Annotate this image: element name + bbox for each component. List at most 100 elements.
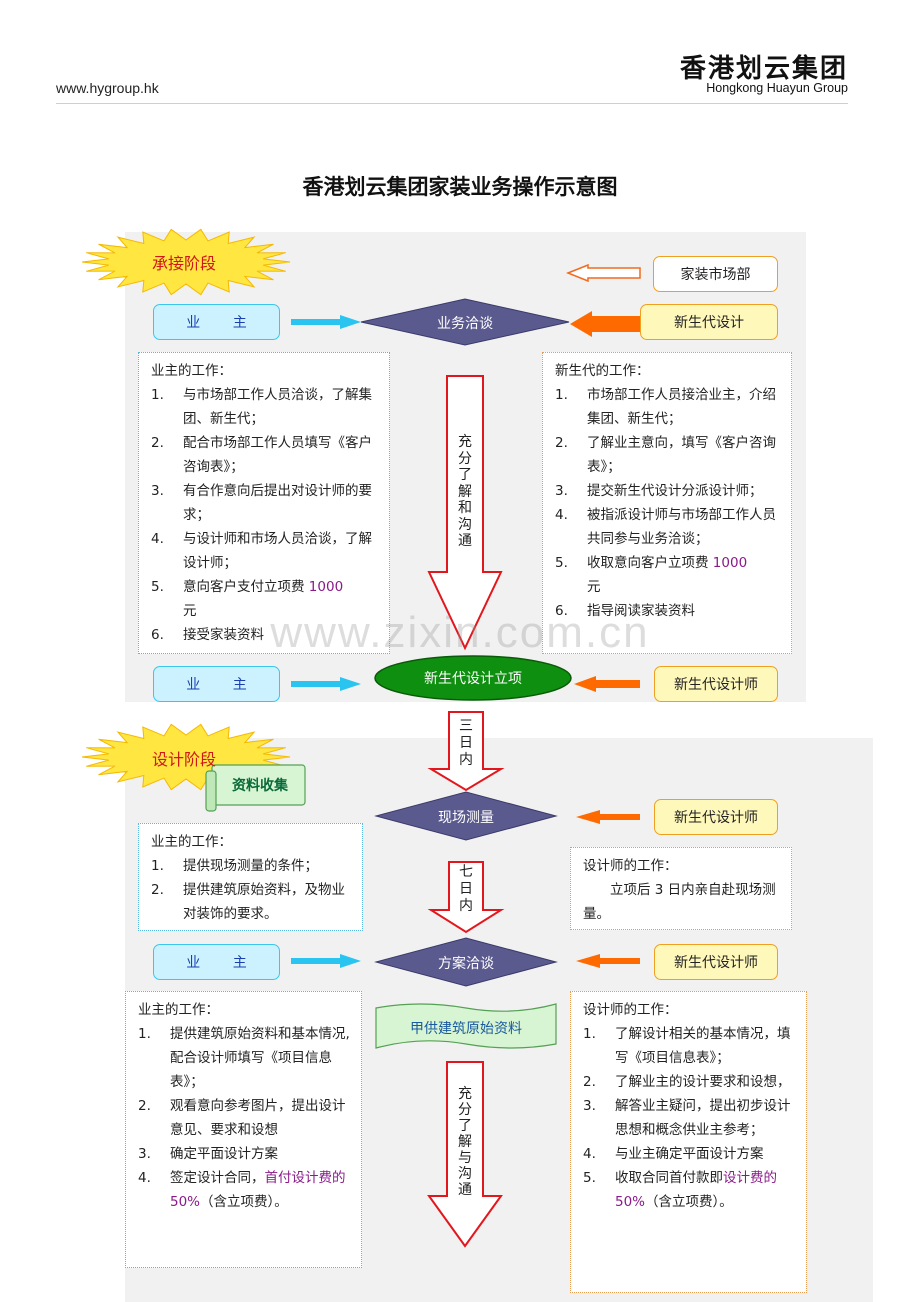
project-ellipse (374, 655, 572, 701)
stage2-badge-label: 设计阶段 (152, 750, 217, 769)
logo-english: Hongkong Huayun Group (706, 81, 848, 95)
owner-work1-list: 1.提供现场测量的条件； 2.提供建筑原始资料，及物业对装饰的要求。 (151, 854, 352, 926)
list-item-text: 与市场部工作人员洽谈，了解集团、新生代； (183, 387, 372, 427)
designer-b-to-plan-arrow (576, 954, 640, 968)
list-item-number: 1. (151, 387, 164, 403)
designer-work2-heading: 设计师的工作： (583, 1002, 678, 1018)
transition2-arrow (427, 861, 505, 934)
list-item-number: 2. (555, 435, 568, 451)
list-item: 6.接受家装资料 (151, 623, 379, 647)
transition2-label: 七日内 (459, 864, 473, 914)
payment-text: 收取合同首付款即 (615, 1170, 723, 1186)
list-item: 4.签定设计合同，首付设计费的 50%（含立项费）。 (138, 1166, 351, 1214)
list-item-number: 3. (555, 483, 568, 499)
plan-diamond (374, 937, 558, 987)
collect-scroll-roll (205, 770, 217, 812)
header-divider (56, 103, 848, 104)
list-item: 2.提供建筑原始资料，及物业对装饰的要求。 (151, 878, 352, 926)
designer-work1-note: 设计师的工作： 立项后 3 日内亲自赴现场测量。 (570, 847, 792, 930)
stage2-flow-label: 充分了解与沟通 (458, 1086, 472, 1198)
list-item-number: 3. (138, 1146, 151, 1162)
supply-banner (375, 1003, 557, 1049)
list-item: 2.配合市场部工作人员填写《客户咨询表》； (151, 431, 379, 479)
designer-work1-text: 立项后 3 日内亲自赴现场测量。 (583, 882, 776, 922)
designer2-to-project-arrow (574, 676, 640, 692)
list-item-text: 了解业主意向，填写《客户咨询表》； (587, 435, 776, 475)
designer-work1-heading: 设计师的工作： (583, 858, 678, 874)
list-item-number: 2. (151, 435, 164, 451)
list-item-text: 提供现场测量的条件； (183, 858, 318, 874)
list-item-number: 3. (151, 483, 164, 499)
transition1-arrow (427, 711, 505, 792)
decision-label: 业务洽谈 (437, 316, 493, 332)
list-item: 6. 指导阅读家装资料 (555, 599, 781, 623)
xsd-work-list: 1. 市场部工作人员接洽业主，介绍集团、新生代； 2. 了解业主意向，填写《客户咨询… (555, 383, 781, 623)
list-item: 1. 提供建筑原始资料和基本情况,配合设计师填写《项目信息表》； (138, 1022, 351, 1094)
list-item-number: 6. (555, 603, 568, 619)
payment-note: （含立项费）。 (645, 1194, 733, 1210)
stage1-flow-label: 充分了解和沟通 (458, 434, 472, 549)
fee-text: 收取意向客户立项费 (587, 555, 713, 571)
header-url: www.hygroup.hk (56, 80, 159, 96)
fee-amount: 1000 (308, 579, 344, 595)
project-label: 新生代设计立项 (424, 671, 522, 687)
list-item-text: 签定设计合同，首付设计费的 50%（含立项费）。 (170, 1166, 351, 1214)
watermark: www.zixin.com.cn (270, 608, 650, 657)
list-item-number: 1. (555, 387, 568, 403)
stage1-badge-burst (81, 228, 291, 296)
list-item-text: 提供建筑原始资料和基本情况,配合设计师填写《项目信息表》； (170, 1026, 350, 1090)
list-item: 2.观看意向参考图片，提出设计意见、要求和设想 (138, 1094, 351, 1142)
list-item: 2. 了解业主的设计要求和设想， (583, 1070, 796, 1094)
list-item: 2. 了解业主意向，填写《客户咨询表》； (555, 431, 781, 479)
owner-box: 业 主 (153, 304, 280, 340)
fee-text: 意向客户支付立项费 (183, 579, 309, 595)
designer-to-decision-arrow (570, 311, 640, 337)
owner-work-list: 1. 与市场部工作人员洽谈，了解集团、新生代； 2.配合市场部工作人员填写《客户咨… (151, 383, 379, 647)
list-item-number: 5. (583, 1170, 596, 1186)
list-item-text: 了解设计相关的基本情况，填写《项目信息表》； (615, 1026, 791, 1066)
list-item-number: 5. (555, 555, 568, 571)
list-item: 1.提供现场测量的条件； (151, 854, 352, 878)
xsd-work-heading: 新生代的工作： (555, 363, 650, 379)
owner-work2-list: 1. 提供建筑原始资料和基本情况,配合设计师填写《项目信息表》； 2.观看意向参考… (138, 1022, 351, 1214)
decision-diamond (360, 298, 570, 346)
fee-unit: 元 (183, 603, 197, 619)
owner-to-plan-arrow (291, 954, 361, 968)
designer-work2-list: 1.了解设计相关的基本情况，填写《项目信息表》； 2. 了解业主的设计要求和设想，… (583, 1022, 796, 1214)
list-item-text: 有合作意向后提出对设计师的要求； (183, 483, 372, 523)
list-item: 1.了解设计相关的基本情况，填写《项目信息表》； (583, 1022, 796, 1070)
list-item-number: 2. (583, 1074, 596, 1090)
list-item-number: 4. (555, 507, 568, 523)
list-item-text: 了解业主的设计要求和设想， (615, 1074, 791, 1090)
list-item: 3. 提交新生代设计分派设计师； (555, 479, 781, 503)
owner3-box: 业 主 (153, 944, 280, 980)
owner-work1-note: 业主的工作： 1.提供现场测量的条件； 2.提供建筑原始资料，及物业对装饰的要求… (138, 823, 363, 931)
list-item-text: 市场部工作人员接洽业主，介绍集团、新生代； (587, 387, 776, 427)
list-item-text: 收取合同首付款即设计费的 50%（含立项费）。 (615, 1166, 796, 1214)
list-item-number: 4. (151, 531, 164, 547)
list-item: 4. 与设计师和市场人员洽谈，了解设计师； (151, 527, 379, 575)
list-item-text: 与业主确定平面设计方案 (615, 1146, 764, 1162)
list-item-number: 5. (151, 579, 164, 595)
list-item-text: 与设计师和市场人员洽谈，了解设计师； (183, 531, 372, 571)
designer2-box: 新生代设计师 (654, 666, 778, 702)
list-item-text: 被指派设计师与市场部工作人员共同参与业务洽谈； (587, 507, 776, 547)
contract-text: 签定设计合同， (170, 1170, 265, 1186)
list-item-text: 确定平面设计方案 (170, 1146, 278, 1162)
list-item: 5. 意向客户支付立项费 1000 元 (151, 575, 379, 623)
list-item-text: 意向客户支付立项费 1000 元 (183, 575, 379, 623)
list-item-number: 3. (583, 1098, 596, 1114)
list-item-text: 提交新生代设计分派设计师； (587, 483, 763, 499)
list-item-text: 指导阅读家装资料 (587, 603, 695, 619)
list-item-number: 1. (138, 1026, 151, 1042)
list-item: 3.解答业主疑问，提出初步设计思想和概念供业主参考； (583, 1094, 796, 1142)
market-dept-box: 家装市场部 (653, 256, 778, 292)
list-item: 4. 被指派设计师与市场部工作人员共同参与业务洽谈； (555, 503, 781, 551)
survey-diamond (374, 791, 558, 841)
list-item-text: 观看意向参考图片，提出设计意见、要求和设想 (170, 1098, 346, 1138)
transition1-label: 三日内 (459, 718, 473, 768)
owner2-box: 业 主 (153, 666, 280, 702)
